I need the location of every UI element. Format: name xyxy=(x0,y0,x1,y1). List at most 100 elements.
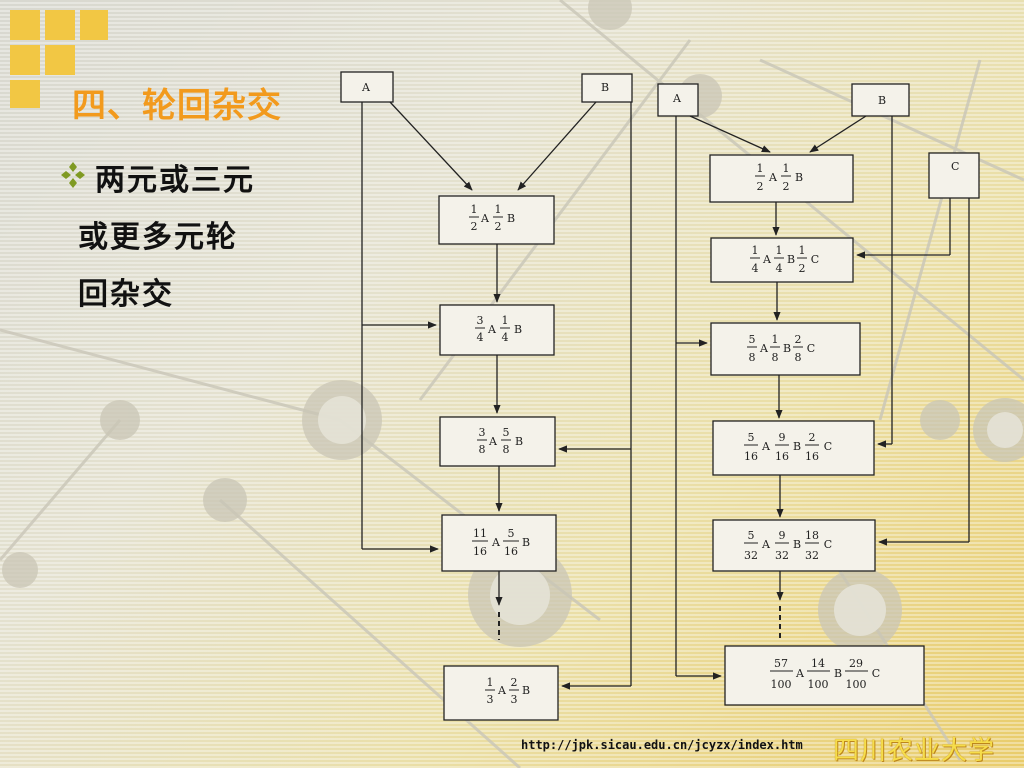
left-gen-5-box xyxy=(443,665,559,721)
left-parent-a-box xyxy=(340,71,394,103)
left-gen-5-b-den: 3 xyxy=(511,693,518,706)
left-gen-3-formula: 3 8 A 5 8 B xyxy=(477,426,523,456)
svg-text:B: B xyxy=(793,440,801,453)
left-gen-4-a-num: 11 xyxy=(473,527,487,540)
left-gen-3-box xyxy=(439,416,556,467)
svg-text:A: A xyxy=(487,323,497,336)
diamond-bullet-icon xyxy=(61,162,85,188)
right-gen-2-b-num: 1 xyxy=(776,244,783,257)
svg-text:A: A xyxy=(491,536,501,549)
right-gen-3-c-num: 2 xyxy=(795,333,802,346)
right-gen-2-c-den: 2 xyxy=(799,262,806,275)
svg-text:C: C xyxy=(824,440,832,453)
svg-text:A: A xyxy=(762,253,772,266)
svg-text:A: A xyxy=(795,667,805,680)
right-gen-2-c-num: 1 xyxy=(799,244,806,257)
body-line-3: 回杂交 xyxy=(78,277,174,312)
svg-text:B: B xyxy=(793,538,801,551)
right-gen-5-a-num: 5 xyxy=(748,529,755,542)
left-gen-5-a-num: 1 xyxy=(487,676,494,689)
left-gen-4-b-den: 16 xyxy=(504,545,518,558)
svg-text:C: C xyxy=(872,667,880,680)
right-gen-5-box xyxy=(712,519,876,572)
left-gen-2-a-den: 4 xyxy=(477,331,484,344)
svg-text:C: C xyxy=(807,342,815,355)
svg-text:C: C xyxy=(824,538,832,551)
right-gen-3-c-den: 8 xyxy=(795,351,802,364)
slide-title: 四、轮回杂交 xyxy=(72,86,282,126)
right-gen-4-c-den: 16 xyxy=(805,450,819,463)
right-gen-3-a-num: 5 xyxy=(749,333,756,346)
svg-text:B: B xyxy=(514,323,522,336)
right-gen-5-a-den: 32 xyxy=(744,549,758,562)
right-gen-4-box xyxy=(712,420,875,476)
right-parent-a-box xyxy=(657,83,699,117)
body-line-2: 或更多元轮 xyxy=(78,220,238,255)
left-gen-1-b-num: 1 xyxy=(495,203,502,216)
university-logo-text: 四川农业大学 xyxy=(833,736,996,766)
left-gen-3-a-num: 3 xyxy=(479,426,486,439)
left-gen-5-a-den: 3 xyxy=(487,693,494,706)
left-gen-1-b-den: 2 xyxy=(495,220,502,233)
right-gen-5-formula: 5 32 A 9 32 B 18 32 C xyxy=(744,529,832,562)
left-parent-b-label: B xyxy=(601,81,609,94)
left-parent-a-label: A xyxy=(361,81,371,94)
footer-url: http://jpk.sicau.edu.cn/jcyzx/index.htm xyxy=(521,738,803,752)
right-gen-6-a-num: 57 xyxy=(774,657,788,670)
right-gen-6-b-den: 100 xyxy=(808,678,829,691)
right-gen-1-formula: 1 2 A 1 2 B xyxy=(755,162,803,193)
right-parent-c-box xyxy=(928,152,980,199)
right-gen-2-box xyxy=(710,237,854,283)
right-gen-6-c-num: 29 xyxy=(849,657,863,670)
right-gen-4-b-num: 9 xyxy=(779,431,786,444)
right-gen-6-box xyxy=(724,645,925,706)
svg-text:B: B xyxy=(522,536,530,549)
right-gen-2-a-num: 1 xyxy=(752,244,759,257)
right-gen-1-b-num: 1 xyxy=(783,162,790,175)
decor-square xyxy=(45,45,75,75)
right-parent-b-box xyxy=(851,83,910,117)
left-gen-4-box xyxy=(441,514,557,572)
decor-square xyxy=(10,10,40,40)
right-gen-5-b-num: 9 xyxy=(779,529,786,542)
left-parent-b-box xyxy=(581,73,633,103)
right-gen-6-c-den: 100 xyxy=(846,678,867,691)
decor-square xyxy=(10,45,40,75)
left-gen-1-box xyxy=(438,195,555,245)
svg-text:C: C xyxy=(811,253,819,266)
left-gen-2-box xyxy=(439,304,555,356)
svg-text:A: A xyxy=(768,171,778,184)
svg-text:A: A xyxy=(480,212,490,225)
right-gen-4-a-den: 16 xyxy=(744,450,758,463)
left-gen-5-b-num: 2 xyxy=(511,676,518,689)
svg-text:B: B xyxy=(507,212,515,225)
svg-text:A: A xyxy=(488,435,498,448)
svg-text:B: B xyxy=(515,435,523,448)
decor-square xyxy=(80,10,108,40)
left-gen-1-a-num: 1 xyxy=(471,203,478,216)
right-gen-6-b-num: 14 xyxy=(811,657,825,670)
right-gen-1-a-num: 1 xyxy=(757,162,764,175)
left-gen-4-b-num: 5 xyxy=(508,527,515,540)
right-gen-5-b-den: 32 xyxy=(775,549,789,562)
left-gen-3-b-den: 8 xyxy=(503,443,510,456)
left-gen-3-a-den: 8 xyxy=(479,443,486,456)
svg-text:B: B xyxy=(795,171,803,184)
left-gen-1-formula: 1 2 A 1 2 B xyxy=(469,203,515,233)
right-gen-2-a-den: 4 xyxy=(752,262,759,275)
left-gen-1-a-den: 2 xyxy=(471,220,478,233)
right-gen-5-c-den: 32 xyxy=(805,549,819,562)
left-gen-4-formula: 11 16 A 5 16 B xyxy=(472,527,530,558)
svg-text:B: B xyxy=(834,667,842,680)
right-gen-3-formula: 5 8 A 1 8 B 2 8 C xyxy=(747,333,815,364)
decor-square xyxy=(45,10,75,40)
svg-text:B: B xyxy=(522,684,530,697)
decor-square xyxy=(10,80,40,108)
right-gen-6-formula: 57 100 A 14 100 B 29 100 C xyxy=(770,657,880,691)
right-gen-4-formula: 5 16 A 9 16 B 2 16 C xyxy=(744,431,832,463)
right-gen-1-a-den: 2 xyxy=(757,180,764,193)
left-gen-3-b-num: 5 xyxy=(503,426,510,439)
svg-text:A: A xyxy=(759,342,769,355)
